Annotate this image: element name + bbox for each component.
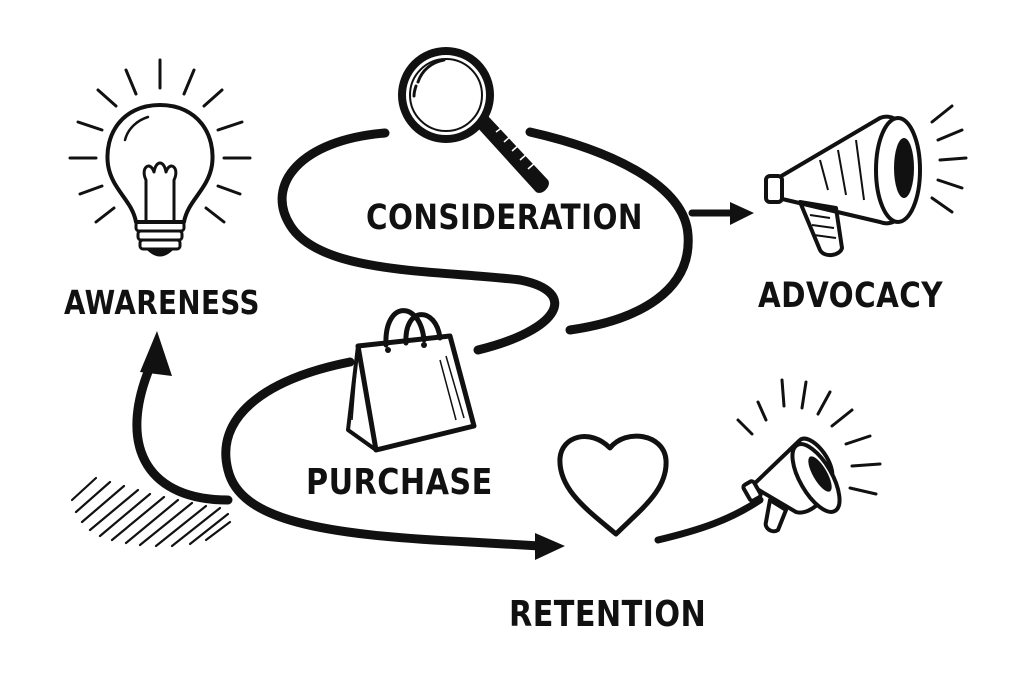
magnifying-glass-icon bbox=[398, 47, 549, 193]
connector-line bbox=[654, 496, 764, 544]
megaphone-icon bbox=[764, 104, 968, 257]
stage-label-advocacy: ADVOCACY bbox=[758, 276, 943, 316]
lightbulb-icon bbox=[68, 58, 252, 257]
stage-label-purchase: PURCHASE bbox=[306, 462, 493, 503]
small-megaphone-icon bbox=[736, 378, 882, 534]
journey-path bbox=[221, 127, 693, 560]
stage-label-retention: RETENTION bbox=[509, 594, 707, 635]
heart-icon bbox=[557, 433, 669, 537]
hatch-shadow bbox=[70, 476, 232, 548]
stage-label-awareness: AWARENESS bbox=[64, 283, 260, 322]
stage-label-consideration: CONSIDERATION bbox=[366, 198, 643, 238]
shopping-bag-icon bbox=[346, 308, 477, 453]
arrow-back-to-awareness bbox=[132, 331, 233, 505]
arrow-to-advocacy bbox=[688, 202, 754, 225]
